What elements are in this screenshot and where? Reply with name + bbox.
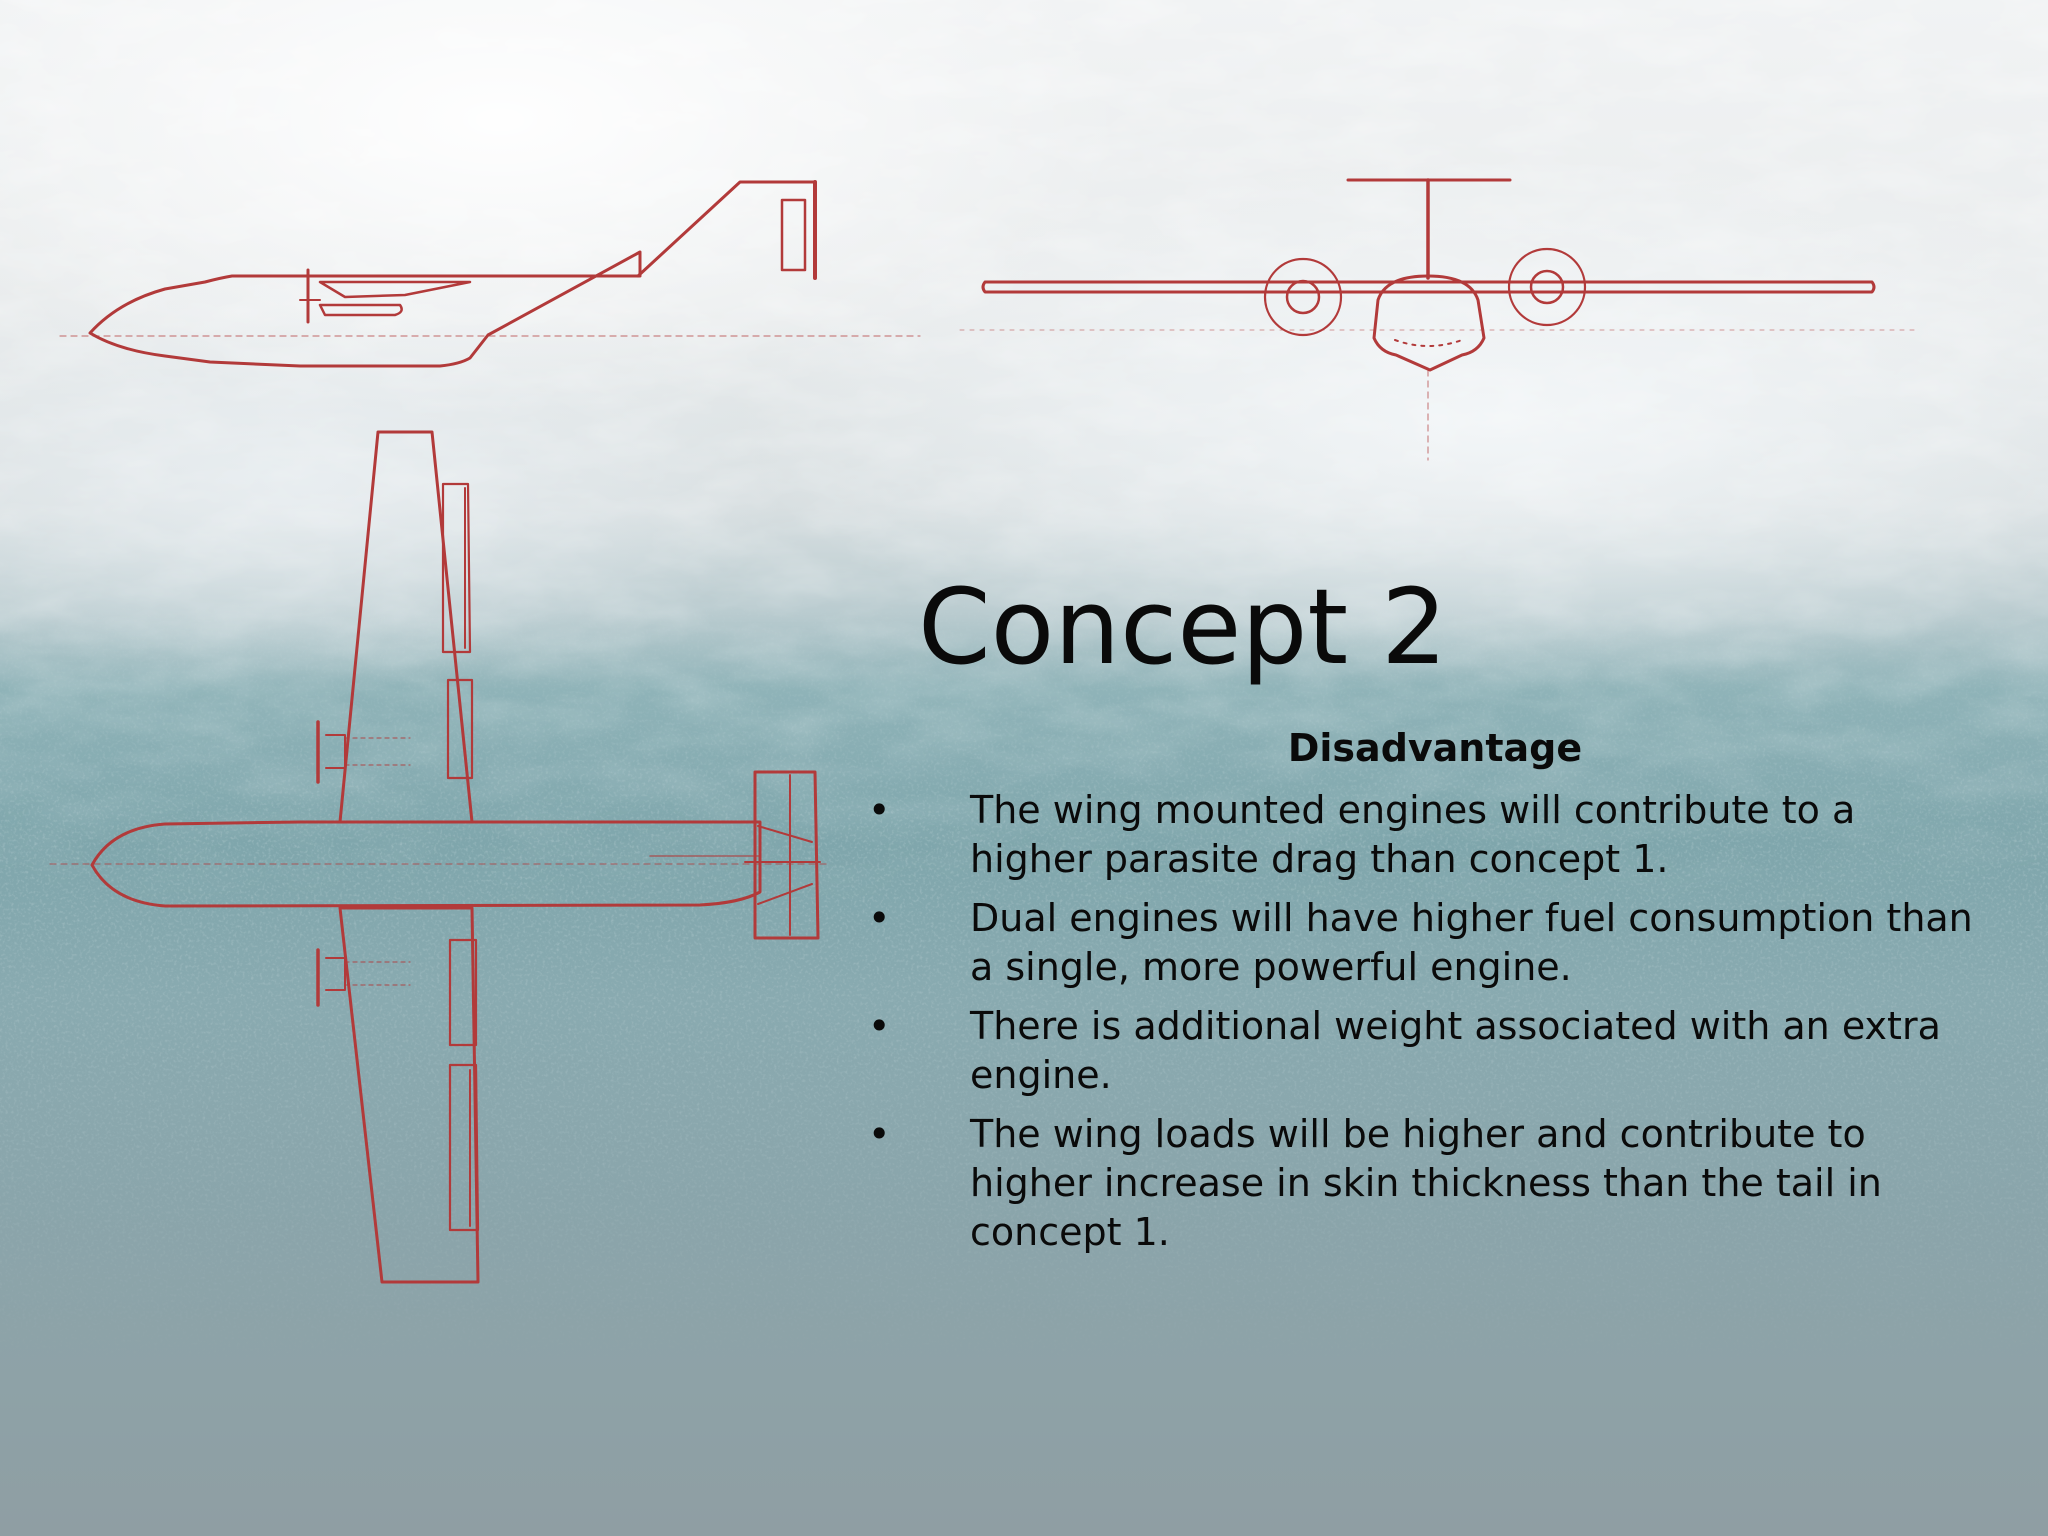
bullet-item: • There is additional weight associated … bbox=[862, 1002, 1982, 1100]
slide-title: Concept 2 bbox=[918, 566, 1448, 688]
bullet-text: Dual engines will have higher fuel consu… bbox=[970, 896, 1973, 989]
bullet-dot-icon: • bbox=[868, 896, 891, 940]
bullet-text: The wing loads will be higher and contri… bbox=[970, 1112, 1882, 1254]
section-heading-disadvantage: Disadvantage bbox=[1287, 726, 1583, 770]
bullet-list: • The wing mounted engines will contribu… bbox=[862, 786, 1982, 1267]
bullet-dot-icon: • bbox=[868, 788, 891, 832]
bullet-item: • The wing mounted engines will contribu… bbox=[862, 786, 1982, 884]
front-view-sketch bbox=[959, 178, 1921, 461]
bullet-text: The wing mounted engines will contribute… bbox=[970, 788, 1856, 881]
top-view-sketch bbox=[49, 430, 831, 1284]
bullet-item: • The wing loads will be higher and cont… bbox=[862, 1110, 1982, 1257]
side-view-sketch bbox=[59, 180, 921, 368]
bullet-dot-icon: • bbox=[868, 1112, 891, 1156]
bullet-item: • Dual engines will have higher fuel con… bbox=[862, 894, 1982, 992]
bullet-text: There is additional weight associated wi… bbox=[970, 1004, 1941, 1097]
bullet-dot-icon: • bbox=[868, 1004, 891, 1048]
